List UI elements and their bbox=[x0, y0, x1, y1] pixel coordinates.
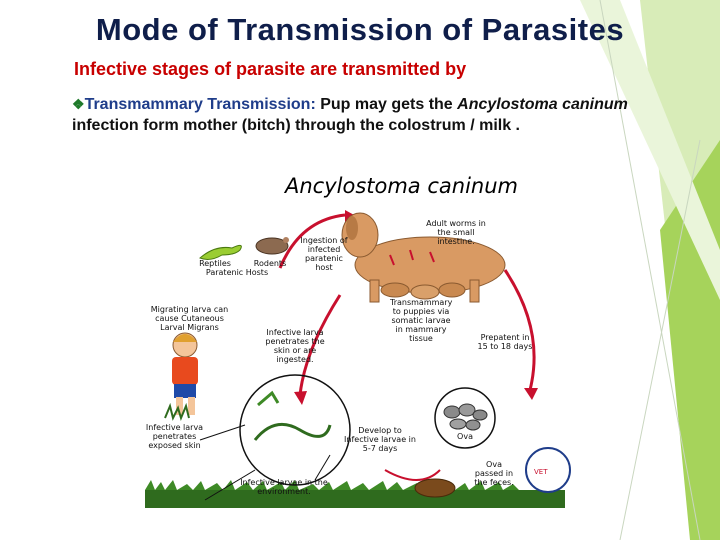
puppy-icon bbox=[380, 282, 410, 298]
child-shorts bbox=[174, 384, 196, 398]
bullet-text-a: Pup may gets the bbox=[315, 96, 458, 113]
bullet-term: Transmammary Transmission: bbox=[84, 96, 316, 113]
rodent-icon bbox=[255, 237, 289, 255]
bullet-text-b: infection form mother (bitch) through th… bbox=[72, 117, 520, 134]
label-rodents: Rodents bbox=[253, 259, 287, 268]
grass-icon bbox=[164, 402, 190, 421]
ground-strip bbox=[145, 490, 565, 508]
larva-icon bbox=[257, 390, 280, 407]
connector-line bbox=[314, 454, 331, 481]
diamond-bullet-icon: ❖ bbox=[72, 96, 85, 112]
vet-logo-seal bbox=[525, 447, 571, 493]
child-leg bbox=[176, 397, 183, 415]
bullet-paragraph: ❖Transmammary Transmission: Pup may gets… bbox=[72, 94, 642, 136]
puppy-icon bbox=[438, 282, 466, 298]
label-reptiles: Reptiles bbox=[199, 259, 231, 268]
bullet-species: Ancylostoma caninum bbox=[457, 96, 628, 113]
label-infective-larva-penetrates: Infective larva penetrates the skin or a… bbox=[265, 328, 325, 364]
diagram-title: Ancylostoma caninum bbox=[285, 174, 518, 198]
ova-egg bbox=[449, 418, 467, 430]
cycle-arrow-right bbox=[503, 269, 536, 391]
dog-leg bbox=[469, 279, 480, 303]
ova-egg bbox=[443, 405, 461, 419]
child-leg bbox=[188, 397, 195, 415]
reptile-icon bbox=[199, 244, 242, 260]
grass-tufts bbox=[145, 480, 519, 490]
feces-icon bbox=[414, 478, 456, 498]
puppy-icon bbox=[410, 284, 440, 300]
label-infective-larva-exposed: Infective larva penetrates exposed skin bbox=[145, 423, 204, 450]
child-shirt bbox=[172, 357, 198, 385]
ova-stage-circle bbox=[434, 387, 496, 449]
label-ova: Ova bbox=[457, 432, 473, 441]
label-ova-passed: Ova passed in the feces. bbox=[474, 460, 514, 487]
dog-leg bbox=[369, 279, 380, 303]
dog-ear bbox=[346, 216, 358, 240]
label-prepatent: Prepatent in 15 to 18 days bbox=[477, 333, 533, 351]
larva-stage-circle bbox=[239, 374, 351, 486]
decor-line bbox=[619, 139, 701, 540]
ova-egg bbox=[465, 419, 481, 431]
larva-icon bbox=[253, 422, 332, 441]
vet-logo-seal-text: VET bbox=[534, 468, 548, 476]
transmission-marks bbox=[389, 249, 435, 266]
label-ingestion: Ingestion of infected paratenic host bbox=[300, 236, 348, 272]
connector-line bbox=[199, 424, 246, 441]
label-adult-worms: Adult worms in the small intestine. bbox=[426, 219, 486, 246]
cycle-arrow-top bbox=[278, 213, 346, 269]
cycle-arrow-left bbox=[298, 294, 342, 396]
label-infective-environment: Infective larvae in the environment. bbox=[240, 478, 328, 496]
rodent-ear-icon bbox=[283, 237, 289, 243]
label-develop: Develop to Infective larvae in 5-7 days bbox=[344, 426, 416, 453]
slide-subtitle: Infective stages of parasite are transmi… bbox=[74, 59, 467, 79]
label-paratenic-hosts: Paratenic Hosts bbox=[205, 268, 269, 277]
ova-egg bbox=[472, 409, 488, 421]
cycle-arrow-bottom bbox=[384, 469, 441, 481]
slide-title: Mode of Transmission of Parasites bbox=[95, 12, 625, 47]
label-transmammary: Transmammary to puppies via somatic larv… bbox=[390, 298, 453, 343]
cycle-arrowhead bbox=[294, 391, 307, 405]
child-hair bbox=[173, 334, 197, 342]
cycle-arrowhead bbox=[524, 388, 538, 400]
corner-green-shape-light bbox=[580, 0, 720, 300]
connector-line bbox=[204, 469, 256, 501]
label-migrating-larva: Migrating larva can cause Cutaneous Larv… bbox=[150, 305, 229, 332]
decor-line bbox=[599, 0, 701, 540]
ova-egg bbox=[458, 403, 476, 417]
